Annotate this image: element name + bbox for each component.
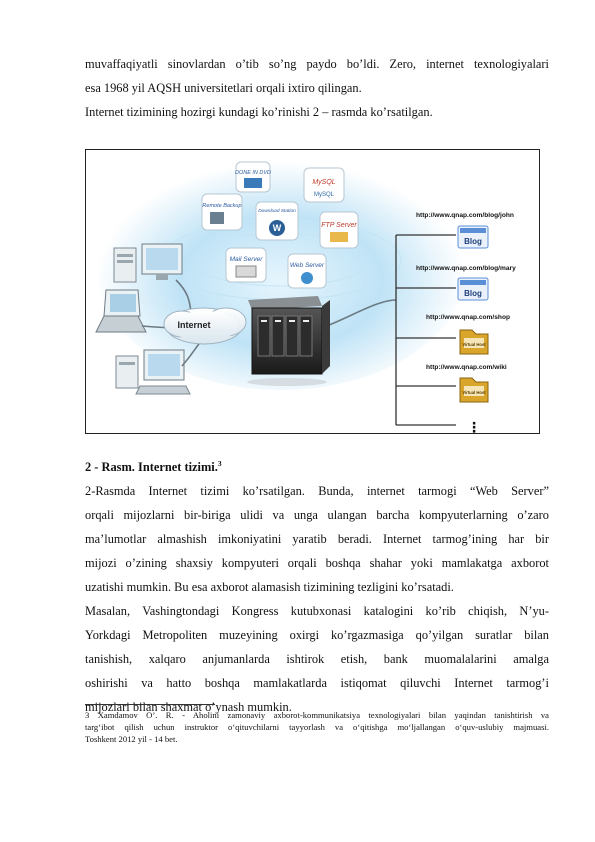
svg-text:Download Station: Download Station	[258, 208, 296, 214]
web-server-bubble: Web Server	[287, 253, 327, 289]
url-blog-john: http://www.qnap.com/blog/john	[416, 212, 514, 219]
download-station-bubble: Download Station W	[255, 201, 299, 241]
internet-label: Internet	[177, 320, 210, 330]
paragraph-2-line-5: mijozlari bilan shaxmat o’ynash mumkin.	[85, 700, 292, 714]
svg-text:W: W	[273, 223, 282, 233]
url-shop: http://www.qnap.com/shop	[426, 314, 510, 321]
mysql-bubble: MySQL MySQL	[303, 167, 345, 203]
intro-line-3: Internet tizimining hozirgi kundagi ko’r…	[85, 105, 433, 119]
paragraph-1-line-3: ma’lumotlar almashish imkoniyatini yarat…	[85, 532, 549, 546]
paragraph-1-line-5: uzatishi mumkin. Bu esa axborot alamasis…	[85, 580, 454, 594]
svg-text:FTP Server: FTP Server	[321, 222, 357, 229]
svg-text:Web Server: Web Server	[290, 262, 325, 269]
svg-text:Virtual Host: Virtual Host	[462, 390, 486, 395]
desktop-computer-1	[113, 243, 183, 283]
service-bubbles: DONE IN DVD MySQL MySQL Remote Backup Do…	[201, 161, 359, 289]
footnote-line-1: 3 Xamdamov O’. R. - Aholini zamonaviy ax…	[85, 710, 549, 720]
internet-system-figure: DONE IN DVD MySQL MySQL Remote Backup Do…	[85, 149, 540, 434]
svg-text:MySQL: MySQL	[312, 179, 335, 186]
svg-text:Virtual Host: Virtual Host	[462, 342, 486, 347]
virtual-host-folder-icon-1: Virtual Host	[459, 329, 489, 355]
intro-line-1: muvaffaqiyatli sinovlardan o’tib so’ng p…	[85, 57, 549, 71]
svg-text:DONE IN DVD: DONE IN DVD	[235, 170, 271, 176]
laptop-computer	[95, 289, 147, 333]
footnote-line-2: targ‘ibot qilish uchun instruktor o‘qitu…	[85, 722, 549, 732]
client-computers	[95, 243, 191, 395]
footnote-line-3: Toshkent 2012 yil - 14 bet.	[85, 734, 178, 744]
paragraph-1-line-4: mijozi o’zining shaxsiy kompyuteri orqal…	[85, 556, 549, 570]
figure-illustration: DONE IN DVD MySQL MySQL Remote Backup Do…	[95, 150, 516, 433]
paragraph-1-line-1: 2-Rasmda Internet tizimi ko’rsatilgan. B…	[85, 484, 549, 498]
footnote-ref: 3	[217, 458, 222, 468]
desktop-computer-2	[115, 349, 191, 395]
footnote-separator	[85, 704, 215, 705]
paragraph-2-line-2: Yorkdagi Metropoliten muzeyining oxirgi …	[85, 628, 549, 642]
figure-caption: 2 - Rasm. Internet tizimi.3	[85, 458, 222, 474]
paragraph-2-line-3: tanishish, xalqaro anjumanlarda ishtirok…	[85, 652, 549, 666]
nas-server	[247, 296, 330, 386]
blog-icon-1: Blog	[457, 225, 489, 249]
paragraph-2-line-4: oshirishi va hatto boshqa mamlakatlarda …	[85, 676, 549, 690]
more-ellipsis: ⋮	[467, 419, 481, 433]
tree-lines	[395, 234, 456, 426]
internet-cloud: Internet	[163, 307, 247, 345]
svg-text:Blog: Blog	[464, 237, 482, 246]
paragraph-1-line-2: orqali mijozlarni bir-biriga ulidi va un…	[85, 508, 549, 522]
remote-backup-bubble: Remote Backup	[201, 193, 243, 231]
svg-text:MySQL: MySQL	[314, 192, 335, 198]
svg-text:Remote Backup: Remote Backup	[202, 203, 241, 209]
ftp-server-bubble: FTP Server	[319, 211, 359, 249]
virtual-host-folder-icon-2: Virtual Host	[459, 377, 489, 403]
paragraph-2-line-1: Masalan, Vashingtondagi Kongress kutubxo…	[85, 604, 549, 618]
mail-server-bubble: Mail Server	[225, 247, 267, 283]
done-dvd-bubble: DONE IN DVD	[235, 161, 271, 193]
blog-icon-2: Blog	[457, 277, 489, 301]
svg-text:Mail Server: Mail Server	[230, 256, 264, 263]
intro-line-2: esa 1968 yil AQSH universitetlari orqali…	[85, 81, 362, 95]
svg-text:Blog: Blog	[464, 289, 482, 298]
url-blog-mary: http://www.qnap.com/blog/mary	[416, 265, 516, 272]
url-wiki: http://www.qnap.com/wiki	[426, 364, 507, 371]
